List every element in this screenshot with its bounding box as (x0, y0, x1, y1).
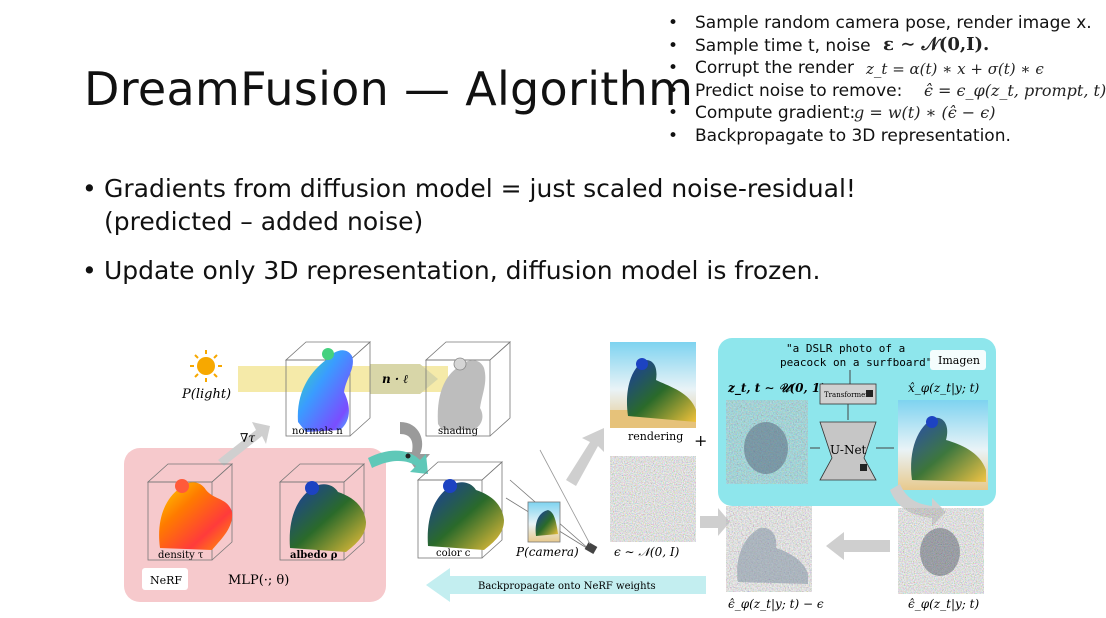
eps-to-residual-arrow (826, 532, 890, 560)
step-4-math: ϵ̂ = ϵ_φ(z_t, prompt, t) (924, 80, 1106, 100)
multiply-dot (405, 453, 411, 459)
camera-line (539, 449, 591, 545)
gradient-arrow (218, 422, 270, 466)
albedo-cube: albedo ρ (278, 463, 366, 561)
normals-cube: normals n (284, 341, 372, 437)
transformer-label: Transformer (824, 391, 869, 399)
bullet-1-line1: Gradients from diffusion model = just sc… (104, 174, 856, 203)
bullet-2-line1: Update only 3D representation, diffusion… (104, 256, 821, 285)
color-label: color c (436, 548, 471, 559)
step-3-math: z_t = α(t) ∗ x + σ(t) ∗ ϵ (866, 60, 1044, 79)
render-arrow (566, 428, 604, 486)
bullet-1: • Gradients from diffusion model = just … (82, 174, 856, 236)
transformer-lock-icon (866, 390, 873, 397)
eps-hat-image (898, 508, 984, 594)
albedo-label: albedo ρ (290, 550, 338, 561)
n-dot-l-label: n · ℓ (382, 372, 408, 386)
bullet-1-line2: (predicted – added noise) (104, 207, 424, 236)
imagen-badge (930, 350, 986, 370)
mlp-label: MLP(·; θ) (228, 573, 289, 588)
nerf-badge (142, 568, 188, 590)
step-5-math: g = w(t) ∗ (ϵ̂ − ϵ) (854, 103, 996, 123)
camera-frustum (505, 479, 598, 554)
shading-label: shading (438, 426, 479, 437)
camera-icon (584, 542, 598, 554)
normals-label: normals n (292, 426, 343, 437)
residual-eq: ϵ̂_φ(z_t|y; t) − ϵ (728, 597, 824, 611)
rendering-image (610, 342, 696, 428)
density-cube: density τ (146, 463, 234, 561)
p-light-label: P(light) (181, 387, 231, 402)
backprop-arrow (426, 568, 706, 602)
nabla-label: ∇τ (240, 431, 255, 445)
step-4: Predict noise to remove:ϵ̂ = ϵ_φ(z_t, pr… (668, 80, 1106, 103)
color-cube: color c (416, 461, 504, 559)
denoised-xhat-image (898, 400, 988, 490)
n-dot-l-arrow (370, 364, 438, 394)
plus-sign: + (694, 431, 707, 450)
zt-eq: z_t, t ∼ 𝒰(0, 1) (727, 381, 826, 396)
noise-image (610, 456, 696, 542)
backprop-label: Backpropagate onto NeRF weights (478, 581, 656, 592)
xhat-eq: x̂_φ(z_t|y; t) (908, 381, 979, 395)
dreamfusion-figure: P(light) n · ℓ normals n shading ∇τ dens… (124, 338, 996, 611)
density-label: density τ (158, 550, 204, 561)
rendering-label: rendering (628, 430, 683, 443)
albedo-to-color-arrow (368, 450, 428, 474)
p-camera-label: P(camera) (515, 545, 579, 559)
prompt-line1: "a DSLR photo of a (786, 342, 905, 355)
step-6: Backpropagate to 3D representation. (668, 125, 1092, 148)
eps-eq: ϵ̂_φ(z_t|y; t) (908, 597, 979, 611)
nerf-badge-label: NeRF (150, 574, 182, 587)
step-5: Compute gradient:g = w(t) ∗ (ϵ̂ − ϵ) (668, 102, 1092, 125)
unet-label: U-Net (830, 443, 867, 457)
algorithm-steps: Sample random camera pose, render image … (668, 12, 1106, 148)
shading-cube: shading (424, 341, 512, 437)
bullet-2: • Update only 3D representation, diffusi… (82, 256, 821, 285)
sun-icon (190, 350, 222, 382)
unet-lock-icon (860, 464, 867, 471)
noise-to-unet-arrow (700, 508, 730, 536)
step-2-math: ε ∼ 𝒩(0,I). (883, 33, 990, 55)
imagen-badge-label: Imagen (938, 354, 980, 367)
slide-title: DreamFusion — Algorithm (84, 62, 694, 116)
step-1: Sample random camera pose, render image … (668, 12, 1092, 35)
prompt-line2: peacock on a surfboard" (780, 356, 932, 369)
noise-eq: ϵ ∼ 𝒩(0, I) (614, 545, 680, 559)
